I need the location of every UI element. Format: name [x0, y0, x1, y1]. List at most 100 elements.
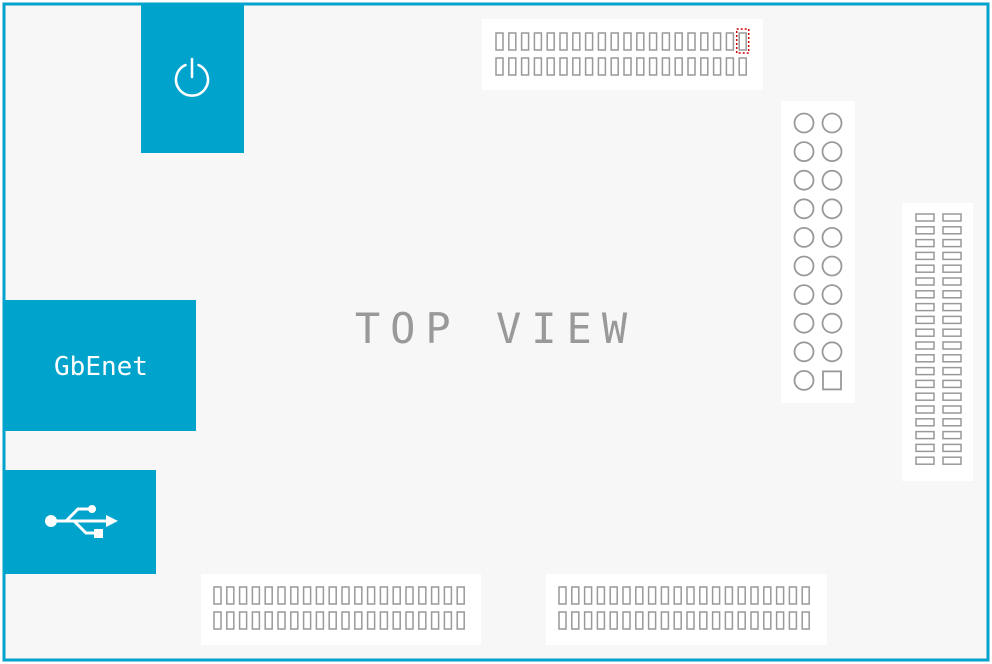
- header-pin: [622, 586, 631, 605]
- header-pin: [915, 277, 935, 286]
- header-pin: [315, 611, 325, 630]
- header-pin: [763, 586, 772, 605]
- header-pin: [942, 302, 962, 312]
- header-pin: [942, 354, 962, 363]
- header-pin: [674, 57, 683, 76]
- header-pin: [392, 586, 401, 605]
- header-pin: [251, 611, 261, 630]
- header-pin: [942, 379, 962, 389]
- header-pin: [238, 611, 248, 630]
- header-pin: [700, 57, 709, 76]
- header-pin: [341, 611, 350, 630]
- header-pin: [558, 586, 567, 605]
- header-pin: [750, 586, 759, 605]
- header-pin: [623, 32, 632, 51]
- round-header-footprint: [781, 101, 855, 403]
- header-pin: [700, 32, 709, 51]
- header-pin: [821, 198, 843, 220]
- header-pin: [533, 57, 543, 76]
- header-pin: [673, 586, 682, 605]
- header-pin: [915, 341, 935, 350]
- header-pin: [915, 238, 935, 248]
- header-pin: [942, 226, 962, 235]
- header-pin: [793, 198, 815, 220]
- ethernet-port-block: [4, 300, 196, 431]
- header-pin: [443, 586, 453, 605]
- bottom-right-header: [546, 574, 827, 645]
- header-pin: [571, 611, 580, 630]
- power-icon: [174, 57, 210, 97]
- header-pin: [821, 169, 843, 191]
- header-pin: [661, 57, 671, 76]
- header-pin: [636, 57, 645, 76]
- header-pin: [793, 169, 815, 191]
- header-pin: [942, 392, 962, 401]
- header-pin: [821, 341, 843, 363]
- header-pin: [559, 32, 568, 51]
- header-pin: [738, 57, 747, 76]
- header-pin: [635, 611, 644, 630]
- header-pin: [520, 57, 530, 76]
- header-pin: [673, 611, 682, 630]
- usb-icon: [45, 505, 118, 538]
- header-pin: [821, 141, 843, 163]
- bottom-right-header-footprint: [546, 574, 827, 645]
- header-pin: [699, 611, 708, 630]
- header-pin: [366, 586, 376, 605]
- header-pin: [793, 369, 815, 391]
- header-pin: [661, 32, 671, 51]
- ethernet-port: GbEnet: [4, 300, 196, 431]
- right-header: [902, 203, 973, 481]
- header-pin: [456, 611, 465, 630]
- header-pin: [495, 57, 504, 76]
- bottom-left-header: [201, 574, 481, 645]
- header-pin: [546, 57, 555, 76]
- header-pin: [942, 277, 962, 286]
- header-pin: [942, 443, 962, 453]
- header-pin: [915, 430, 935, 440]
- header-pin: [915, 328, 935, 337]
- header-pin: [213, 586, 222, 605]
- header-pin: [379, 586, 389, 605]
- header-pin: [725, 32, 735, 51]
- header-pin: [915, 366, 935, 376]
- header-pin: [520, 32, 530, 51]
- header-pin: [609, 611, 618, 630]
- header-pin: [584, 32, 594, 51]
- pin1-marker: [735, 28, 750, 54]
- header-pin: [821, 226, 843, 248]
- header-pin: [418, 611, 427, 630]
- right-header-pins: [915, 213, 962, 465]
- header-pin: [264, 611, 273, 630]
- header-pin: [418, 586, 427, 605]
- header-pin: [277, 611, 286, 630]
- header-pin: [456, 586, 465, 605]
- header-pin: [571, 586, 580, 605]
- header-pin: [647, 586, 657, 605]
- header-pin: [648, 32, 658, 51]
- header-pin: [712, 57, 722, 76]
- header-pin: [430, 611, 440, 630]
- header-pin: [596, 611, 606, 630]
- header-pin: [915, 290, 935, 299]
- header-pin: [942, 456, 962, 465]
- header-pin: [942, 238, 962, 248]
- header-pin: [508, 32, 517, 51]
- header-pin: [775, 586, 785, 605]
- header-pin-square: [822, 370, 842, 391]
- header-pin: [915, 251, 935, 261]
- header-pin: [328, 586, 337, 605]
- header-pin: [687, 57, 696, 76]
- header-pin: [942, 315, 962, 325]
- header-pin: [793, 255, 815, 277]
- header-pin: [354, 586, 363, 605]
- header-pin: [915, 302, 935, 312]
- header-pin: [915, 315, 935, 325]
- power-port: [141, 3, 244, 153]
- header-pin: [597, 57, 607, 76]
- header-pin: [942, 418, 962, 427]
- header-pin: [763, 611, 772, 630]
- header-pin: [915, 226, 935, 235]
- header-pin: [546, 32, 555, 51]
